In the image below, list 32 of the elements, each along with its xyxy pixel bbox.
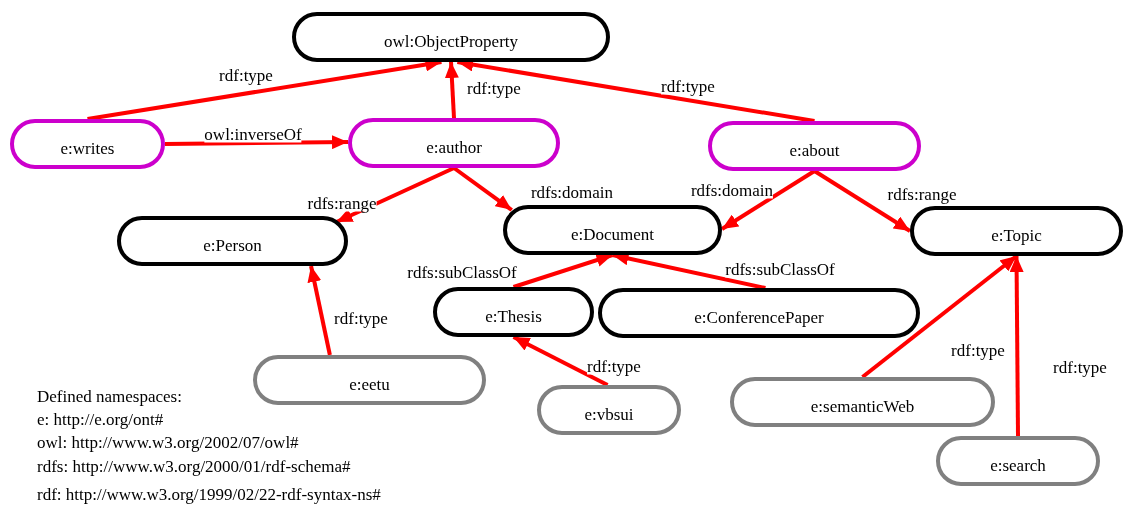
instance-node: e:eetu <box>253 355 486 405</box>
namespace-line: rdf: http://www.w3.org/1999/02/22-rdf-syntax-ns# <box>37 485 381 505</box>
class-node: owl:ObjectProperty <box>292 12 610 62</box>
edge-label: rdf:type <box>334 309 388 327</box>
edge-label: rdf:type <box>661 77 715 95</box>
edge-label: rdf:type <box>951 341 1005 359</box>
instance-node: e:vbsui <box>537 385 681 435</box>
class-node: e:Person <box>117 216 348 266</box>
edge-label: rdfs:range <box>887 185 957 203</box>
edge-label: rdf:type <box>219 66 273 84</box>
class-node: e:Topic <box>910 206 1123 256</box>
instance-node: e:search <box>936 436 1100 486</box>
edge-label: rdf:type <box>1053 358 1107 376</box>
namespace-line: owl: http://www.w3.org/2002/07/owl# <box>37 433 299 453</box>
instance-node: e:semanticWeb <box>730 377 995 427</box>
edge-label: rdfs:subClassOf <box>725 260 835 278</box>
edge-label: rdf:type <box>587 357 641 375</box>
property-node: e:writes <box>10 119 165 169</box>
namespace-line: rdfs: http://www.w3.org/2000/01/rdf-schema# <box>37 457 351 477</box>
property-node: e:about <box>708 121 921 171</box>
edge-label: rdfs:subClassOf <box>407 263 517 281</box>
edge-label: rdfs:range <box>307 194 377 212</box>
edge-label: rdfs:domain <box>530 183 614 201</box>
namespace-line: e: http://e.org/ont# <box>37 410 164 430</box>
edge-label: rdf:type <box>467 79 521 97</box>
edge-label: rdfs:domain <box>690 181 774 199</box>
class-node: e:Thesis <box>433 287 594 337</box>
edge-label: owl:inverseOf <box>204 125 302 143</box>
class-node: e:ConferencePaper <box>598 288 920 338</box>
property-node: e:author <box>348 118 560 168</box>
class-node: e:Document <box>503 205 722 255</box>
namespace-heading: Defined namespaces: <box>37 387 182 407</box>
